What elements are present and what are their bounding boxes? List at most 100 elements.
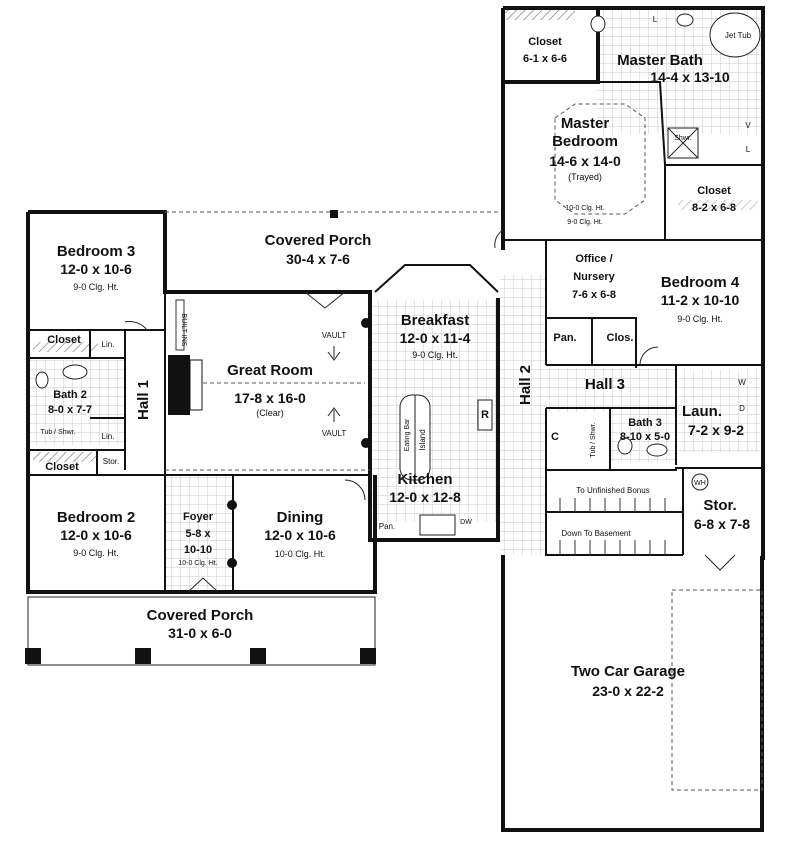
room-label-covered-porch-rear: Covered Porch 30-4 x 7-6	[265, 232, 372, 267]
svg-text:Closet: Closet	[697, 185, 731, 197]
svg-text:Closet: Closet	[47, 334, 81, 346]
svg-text:D: D	[739, 404, 745, 413]
svg-text:9-0 Clg. Ht.: 9-0 Clg. Ht.	[73, 548, 119, 558]
svg-text:10-10: 10-10	[184, 544, 212, 556]
svg-text:Bedroom 4: Bedroom 4	[661, 274, 740, 291]
interior-walls	[28, 81, 763, 592]
svg-text:8-0 x 7-7: 8-0 x 7-7	[48, 404, 92, 416]
svg-text:12-0 x 10-6: 12-0 x 10-6	[60, 261, 132, 277]
room-label-bedroom2: Bedroom 2 12-0 x 10-6 9-0 Clg. Ht.	[57, 509, 135, 558]
svg-text:12-0 x 12-8: 12-0 x 12-8	[389, 489, 461, 505]
svg-text:(Clear): (Clear)	[256, 408, 284, 418]
svg-text:WH: WH	[694, 480, 706, 487]
svg-text:Laun.: Laun.	[682, 403, 722, 420]
svg-text:11-2 x 10-10: 11-2 x 10-10	[661, 292, 740, 308]
svg-text:9-0 Clg. Ht.: 9-0 Clg. Ht.	[677, 314, 723, 324]
svg-text:17-8 x 16-0: 17-8 x 16-0	[234, 390, 306, 406]
svg-text:L: L	[653, 15, 658, 24]
svg-text:23-0 x 22-2: 23-0 x 22-2	[592, 683, 664, 699]
room-label-foyer: Foyer 5-8 x 10-10 10-0 Clg. Ht.	[178, 511, 217, 567]
room-label-great-room: Great Room 17-8 x 16-0 (Clear) VAULT VAU…	[180, 314, 346, 438]
svg-text:Lin.: Lin.	[102, 432, 115, 441]
svg-text:Pan.: Pan.	[379, 522, 395, 531]
svg-text:12-0 x 11-4: 12-0 x 11-4	[400, 330, 471, 346]
svg-text:9-0 Clg. Ht.: 9-0 Clg. Ht.	[412, 350, 458, 360]
room-label-closet-master: Closet 6-1 x 6-6	[523, 36, 567, 65]
svg-text:8-10 x 5-0: 8-10 x 5-0	[620, 431, 670, 443]
svg-text:Master: Master	[561, 115, 610, 132]
svg-text:7-2 x 9-2: 7-2 x 9-2	[688, 422, 744, 438]
svg-text:Great Room: Great Room	[227, 362, 313, 379]
door-swings	[124, 229, 736, 593]
svg-text:14-4 x 13-10: 14-4 x 13-10	[650, 69, 730, 85]
svg-text:Stor.: Stor.	[703, 497, 736, 514]
svg-text:10-0 Clg. Ht.: 10-0 Clg. Ht.	[275, 549, 326, 559]
svg-text:L: L	[746, 145, 751, 154]
svg-text:Closet: Closet	[528, 36, 562, 48]
room-label-covered-porch-front: Covered Porch 31-0 x 6-0	[147, 607, 254, 641]
vault-arrows	[327, 346, 341, 422]
svg-text:30-4 x 7-6: 30-4 x 7-6	[286, 251, 350, 267]
room-label-bath3: Bath 3 8-10 x 5-0 Tub / Shwr.	[590, 417, 670, 458]
svg-text:Bedroom 3: Bedroom 3	[57, 243, 135, 260]
svg-text:31-0 x 6-0: 31-0 x 6-0	[168, 625, 232, 641]
room-label-hall1: Hall 1	[135, 380, 152, 420]
room-label-closet-left: Closet Lin.	[47, 334, 114, 349]
breakfast-bay	[374, 264, 499, 293]
svg-text:(Trayed): (Trayed)	[568, 172, 602, 182]
svg-text:6-1 x 6-6: 6-1 x 6-6	[523, 53, 567, 65]
svg-text:Tub / Shwr.: Tub / Shwr.	[590, 422, 597, 457]
dashed-outlines	[165, 103, 763, 791]
svg-text:Bath 2: Bath 2	[53, 389, 87, 401]
bath-fixtures	[35, 12, 761, 457]
svg-text:5-8 x: 5-8 x	[185, 528, 211, 540]
room-label-bedroom4: Bedroom 4 11-2 x 10-10 9-0 Clg. Ht.	[661, 274, 740, 324]
svg-text:Covered Porch: Covered Porch	[147, 607, 254, 624]
room-label-breakfast: Breakfast 12-0 x 11-4 9-0 Clg. Ht.	[400, 312, 471, 360]
room-label-office: Office / Nursery 7-6 x 6-8	[572, 253, 616, 301]
room-label-stairs-bonus: To Unfinished Bonus	[576, 486, 649, 495]
room-label-stor: Stor. 6-8 x 7-8 WH	[691, 473, 750, 532]
svg-text:Closet: Closet	[45, 461, 79, 473]
room-label-pan-upper: Pan.	[553, 332, 576, 344]
svg-text:7-6 x 6-8: 7-6 x 6-8	[572, 289, 616, 301]
svg-text:Covered Porch: Covered Porch	[265, 232, 372, 249]
fireplace	[168, 299, 203, 415]
svg-text:Nursery: Nursery	[573, 271, 615, 283]
svg-text:Master Bath: Master Bath	[617, 52, 703, 69]
room-label-bath2: Bath 2 8-0 x 7-7 Tub / Shwr. Lin.	[40, 389, 114, 441]
svg-text:Bedroom: Bedroom	[552, 133, 618, 150]
svg-text:Jet Tub: Jet Tub	[725, 31, 752, 40]
front-porch	[25, 210, 376, 666]
columns	[227, 318, 371, 568]
svg-text:V: V	[745, 121, 751, 130]
kitchen-island	[399, 394, 493, 536]
room-label-clos: Clos.	[607, 332, 634, 344]
room-label-master-bedroom: Master Bedroom 14-6 x 14-0 (Trayed) 10-0…	[549, 115, 621, 226]
svg-text:8-2 x 6-8: 8-2 x 6-8	[692, 202, 736, 214]
room-label-hall2: Hall 2	[517, 365, 534, 405]
room-label-closet-bottom: Closet Stor.	[45, 457, 119, 473]
room-label-garage: Two Car Garage 23-0 x 22-2	[571, 663, 685, 699]
svg-text:BUILT-INS: BUILT-INS	[180, 314, 187, 347]
svg-text:10-0 Clg. Ht.: 10-0 Clg. Ht.	[565, 205, 604, 212]
svg-text:Lin.: Lin.	[102, 340, 115, 349]
svg-text:12-0 x 10-6: 12-0 x 10-6	[60, 527, 132, 543]
svg-text:Two Car Garage: Two Car Garage	[571, 663, 685, 680]
svg-text:9-0 Clg. Ht.: 9-0 Clg. Ht.	[567, 219, 602, 226]
closet-shelves	[33, 10, 758, 462]
svg-text:Bedroom 2: Bedroom 2	[57, 509, 135, 526]
svg-text:Breakfast: Breakfast	[401, 312, 469, 329]
stair-treads	[559, 498, 666, 555]
svg-text:W: W	[738, 378, 746, 387]
svg-text:6-8 x 7-8: 6-8 x 7-8	[694, 516, 750, 532]
svg-text:VAULT: VAULT	[322, 331, 347, 340]
svg-text:Island: Island	[418, 429, 427, 450]
room-label-stairs-basement: Down To Basement	[561, 529, 631, 538]
room-label-master-bath: Master Bath 14-4 x 13-10 Jet Tub L L V S…	[617, 15, 752, 154]
svg-text:Foyer: Foyer	[183, 511, 214, 523]
svg-text:14-6 x 14-0: 14-6 x 14-0	[549, 153, 621, 169]
svg-text:Office /: Office /	[575, 253, 612, 265]
room-label-closet-right: Closet 8-2 x 6-8	[692, 185, 736, 214]
